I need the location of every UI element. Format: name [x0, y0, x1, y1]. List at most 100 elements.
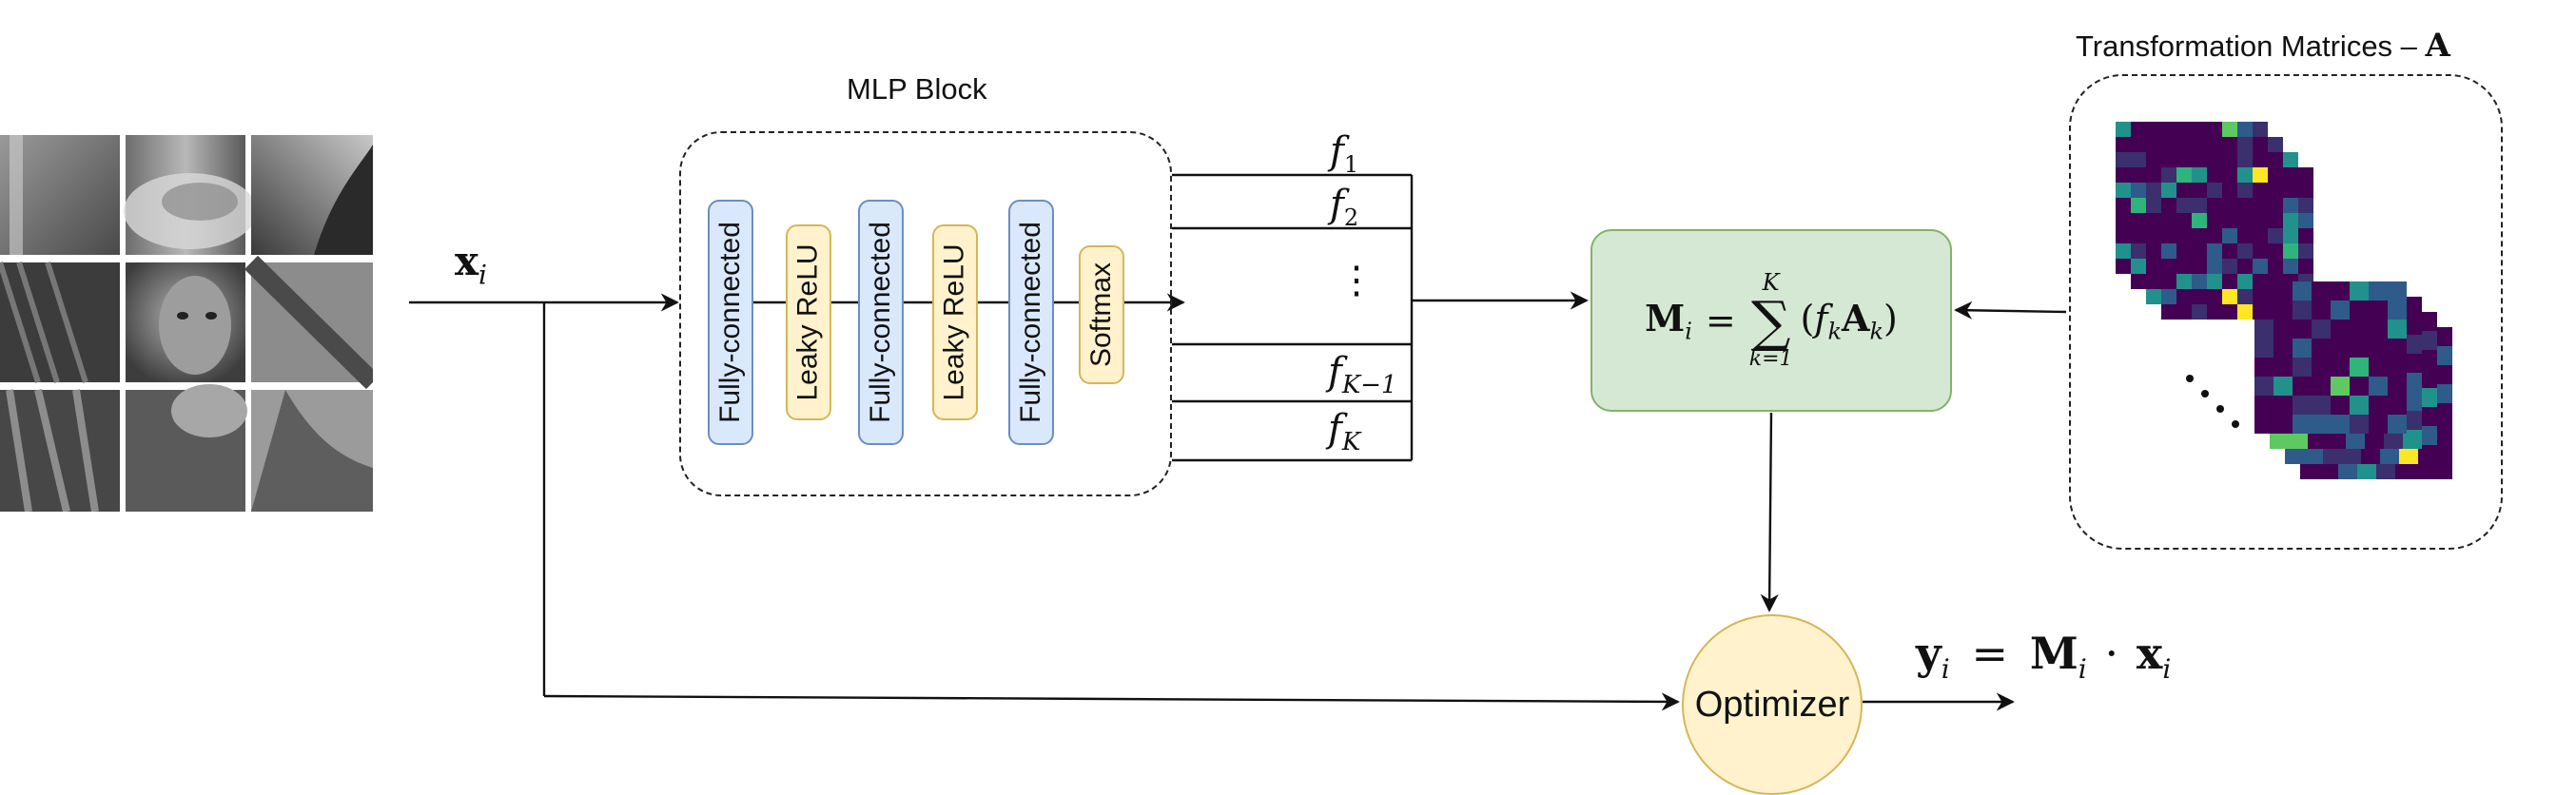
matrix-b-cell — [2388, 415, 2407, 434]
matrix-b-cell — [2312, 339, 2331, 358]
output-fk1-sym: f — [1328, 350, 1342, 394]
matrix-a-cell — [2192, 243, 2207, 259]
matrix-b-cell — [2369, 320, 2388, 339]
matrix-a-cell — [2116, 137, 2131, 152]
matrix-a-cell — [2253, 137, 2268, 152]
eq-A: A — [1841, 296, 1870, 339]
matrix-b-cell — [2293, 301, 2312, 320]
matrix-a-cell — [2207, 289, 2222, 304]
matrix-b-cell — [2312, 281, 2331, 301]
matrix-b-cell — [2274, 358, 2293, 377]
matrix-b-cell — [2433, 460, 2452, 479]
matrix-b-cell — [2289, 430, 2308, 449]
matrix-a-cell — [2146, 213, 2161, 228]
matrix-b-cell — [2331, 339, 2350, 358]
matrix-b-cell — [2312, 301, 2331, 320]
matrix-a-cell — [2161, 304, 2176, 320]
matrix-a-cell — [2237, 198, 2253, 213]
eq-lhs-sym: M — [1645, 296, 1686, 339]
matrix-a-cell — [2131, 152, 2146, 167]
layer-label: Softmax — [1085, 262, 1118, 368]
matrix-a-cell — [2161, 213, 2176, 228]
result-dot: · — [2104, 628, 2119, 679]
matrix-a-cell — [2116, 243, 2131, 259]
matrix-b-cell — [2254, 320, 2274, 339]
matrix-b-cell — [2270, 430, 2289, 449]
matrix-b-cell — [2369, 281, 2388, 301]
matrix-a-cell — [2268, 228, 2283, 243]
matrix-b-cell — [2293, 339, 2312, 358]
layer-label: Fully-connected — [714, 222, 746, 423]
eq-f-sub: k — [1827, 318, 1842, 345]
eq-A-sub: k — [1869, 318, 1884, 345]
matrix-b-cell — [2403, 335, 2422, 354]
matrix-b-cell — [2274, 301, 2293, 320]
matrix-b-cell — [2274, 377, 2293, 396]
result-equation: yi = Mi · xi — [1916, 628, 2171, 685]
matrix-a-cell — [2131, 213, 2146, 228]
matrix-b-cell — [2388, 358, 2407, 377]
output-f1-sym: f — [1330, 129, 1344, 173]
matrix-a-cell — [2161, 289, 2176, 304]
layer-label: Leaky ReLU — [939, 243, 970, 401]
output-fk1-sub: K−1 — [1341, 371, 1397, 399]
matrix-a-cell — [2268, 183, 2283, 198]
matrix-a-cell — [2268, 152, 2283, 167]
matrix-a-cell — [2131, 183, 2146, 198]
matrix-a-cell — [2207, 122, 2222, 137]
matrix-b-cell — [2312, 358, 2331, 377]
eq-close: ) — [1883, 297, 1898, 339]
matrix-a-cell — [2192, 228, 2207, 243]
matrix-a-cell — [2237, 274, 2253, 289]
output-fk: fK — [1328, 407, 1360, 456]
matrix-b-cell — [2327, 430, 2346, 449]
matrix-b-cell — [2433, 365, 2452, 384]
matrix-a-cell — [2283, 228, 2298, 243]
matrix-a-cell — [2283, 152, 2298, 167]
matrix-b-cell — [2338, 460, 2357, 479]
optimizer-node: Optimizer — [1682, 614, 1863, 795]
matrix-b-cell — [2293, 377, 2312, 396]
matrix-a-cell — [2222, 228, 2237, 243]
matrix-a-cell — [2192, 274, 2207, 289]
matrix-b-cell — [2403, 430, 2422, 449]
matrix-a-cell — [2176, 274, 2192, 289]
matrix-a-cell — [2146, 137, 2161, 152]
matrix-a-cell — [2268, 137, 2283, 152]
output-f2-sym: f — [1330, 183, 1344, 226]
matrix-a-cell — [2222, 122, 2237, 137]
matrix-a-cell — [2146, 274, 2161, 289]
matrix-a-cell — [2237, 259, 2253, 274]
eq-sum-bottom: k=1 — [1748, 347, 1793, 371]
output-f1: f1 — [1330, 129, 1358, 178]
matrix-a-cell — [2237, 243, 2253, 259]
matrix-b-cell — [2293, 320, 2312, 339]
matrix-a-cell — [2222, 198, 2237, 213]
layer-softmax: Softmax — [1079, 245, 1124, 384]
matrix-stack — [2116, 122, 2452, 479]
weighted-sum-equation: Mi = K ∑ k=1 (fkAk) — [1645, 271, 1898, 370]
layer-leaky-relu-1: Leaky ReLU — [786, 224, 831, 420]
matrix-b-cell — [2376, 460, 2395, 479]
matrix-b-cell — [2369, 415, 2388, 434]
matrix-b-cell — [2418, 388, 2437, 407]
output-f2: f2 — [1330, 183, 1358, 231]
matrix-b-cell — [2433, 346, 2452, 365]
matrix-a-cell — [2237, 183, 2253, 198]
matrix-b-cell — [2403, 373, 2422, 392]
matrix-a-cell — [2176, 228, 2192, 243]
matrix-a-cell — [2176, 289, 2192, 304]
matrix-b-cell — [2254, 301, 2274, 320]
matrix-b-cell — [2403, 297, 2422, 316]
matrix-a-cell — [2237, 304, 2253, 320]
matrix-b-cell — [2418, 426, 2437, 445]
layer-label: Fully-connected — [1015, 222, 1046, 423]
matrix-b-cell — [2418, 350, 2437, 369]
matrix-a-cell — [2222, 167, 2237, 183]
matrix-a-cell — [2131, 259, 2146, 274]
matrix-a-cell — [2116, 228, 2131, 243]
eq-equals: = — [1705, 300, 1736, 341]
matrix-a-cell — [2207, 228, 2222, 243]
output-f2-sub: 2 — [1343, 204, 1359, 231]
